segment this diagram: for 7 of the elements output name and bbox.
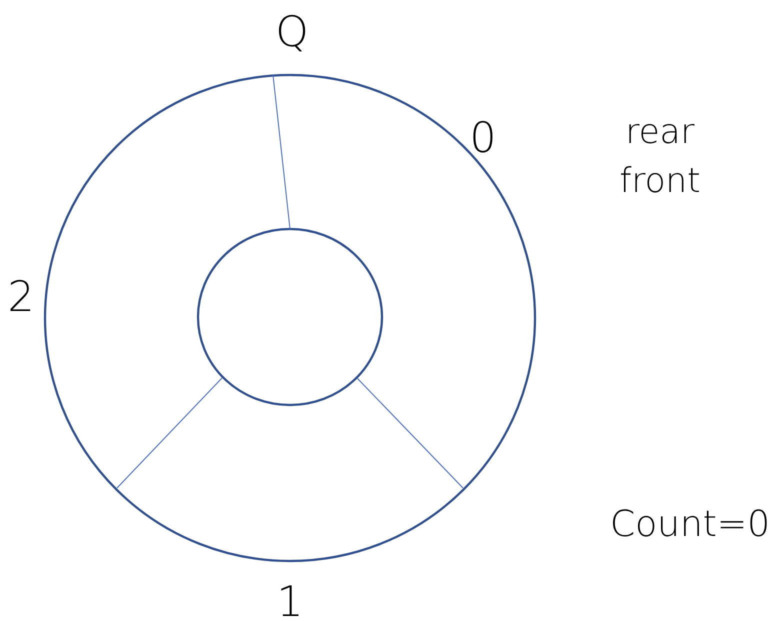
slot-index: 2 [8, 276, 34, 318]
slot-index: 0 [470, 117, 496, 159]
pointer-label: front [620, 164, 700, 198]
pointer-label: rear [626, 115, 694, 149]
slot-index: 1 [276, 581, 304, 621]
slot-label: Q [275, 11, 309, 53]
count-label: Count=0 [610, 507, 770, 543]
